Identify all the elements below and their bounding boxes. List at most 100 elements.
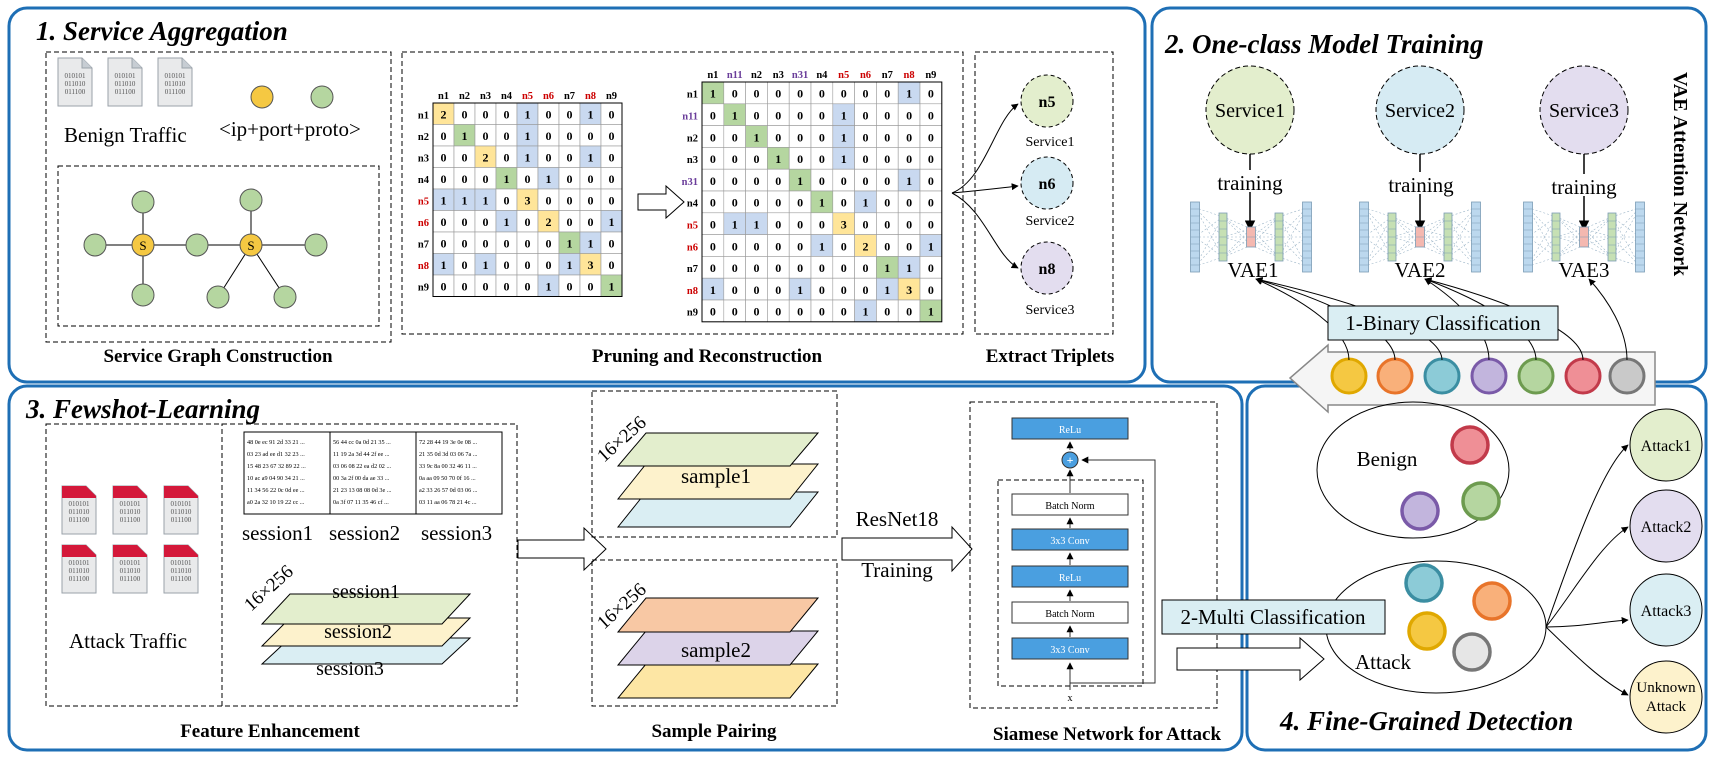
graph-leaf-node bbox=[83, 233, 107, 257]
matrix-value: 1 bbox=[567, 258, 573, 272]
extract-box bbox=[974, 51, 1114, 335]
service-graph-box bbox=[57, 165, 380, 327]
matrix-value: 0 bbox=[819, 174, 825, 188]
matrix-value: 0 bbox=[819, 305, 825, 319]
matrix-value: 0 bbox=[819, 108, 825, 122]
matrix-col-header: n3 bbox=[773, 70, 784, 81]
matrix-value: 0 bbox=[504, 107, 510, 121]
file-bits: 011010 bbox=[165, 80, 186, 88]
matrix-value: 0 bbox=[754, 305, 760, 319]
file-bits: 011100 bbox=[165, 88, 186, 96]
matrix-value: 0 bbox=[567, 129, 573, 143]
matrix-value: 2 bbox=[546, 215, 552, 229]
matrix-value: 0 bbox=[863, 283, 869, 297]
session-hex-dumps: 48 0e ec 91 2d 33 21 ...03 23 ad ee d1 3… bbox=[243, 431, 503, 515]
matrix-value: 0 bbox=[884, 305, 890, 319]
file-bits: 010101 bbox=[165, 72, 187, 80]
session-hex-line: 11 34 56 22 0c 0d ee ... bbox=[247, 487, 305, 494]
cluster-dot bbox=[1472, 581, 1512, 621]
session-hex-line: 03 11 aa 06 78 21 4c ... bbox=[419, 499, 477, 506]
matrix-value: 1 bbox=[546, 279, 552, 293]
reconstruct-arrow bbox=[637, 184, 685, 220]
resnet-arrow bbox=[841, 525, 973, 573]
matrix-row-header: n4 bbox=[687, 199, 699, 210]
matrix-value: 0 bbox=[441, 129, 447, 143]
matrix-value: 0 bbox=[884, 108, 890, 122]
matrix-value: 0 bbox=[710, 305, 716, 319]
file-bits: 011100 bbox=[65, 88, 86, 96]
binary-classification-box bbox=[1327, 305, 1559, 341]
sample1-box bbox=[591, 390, 838, 538]
matrix-value: 0 bbox=[754, 174, 760, 188]
attack1-label: Attack1 bbox=[1641, 438, 1692, 455]
matrix-value: 0 bbox=[819, 283, 825, 297]
file-bits: 011010 bbox=[120, 567, 141, 575]
matrix-value: 1 bbox=[504, 215, 510, 229]
matrix-value: 0 bbox=[483, 129, 489, 143]
matrix-row-header: n2 bbox=[418, 132, 429, 143]
matrix-value: 0 bbox=[546, 129, 552, 143]
session-hex-line: 10 ac a9 04 90 34 21 ... bbox=[247, 475, 305, 482]
matrix-value: 1 bbox=[462, 129, 468, 143]
matrix-value: 0 bbox=[732, 87, 738, 101]
network-layer-label: ReLu bbox=[1059, 425, 1081, 436]
matrix-value: 0 bbox=[732, 239, 738, 253]
file-bits: 011100 bbox=[171, 575, 192, 583]
matrix-value: 0 bbox=[567, 172, 573, 186]
session-hex-line: 15 48 23 67 32 89 22 ... bbox=[247, 463, 306, 470]
matrix-value: 0 bbox=[863, 87, 869, 101]
matrix-value: 0 bbox=[775, 196, 781, 210]
sample2-stack bbox=[616, 597, 820, 699]
matrix-value: 0 bbox=[732, 174, 738, 188]
vae-connection bbox=[1363, 236, 1393, 267]
vae-connection bbox=[1527, 236, 1557, 267]
input-x-label: x bbox=[1068, 693, 1073, 704]
matrix-value: 0 bbox=[906, 305, 912, 319]
matrix-value: 1 bbox=[863, 196, 869, 210]
matrix-value: 1 bbox=[841, 152, 847, 166]
matrix-value: 0 bbox=[462, 236, 468, 250]
file-bits: 011100 bbox=[120, 516, 141, 524]
vae1-network bbox=[1190, 201, 1312, 273]
matrix-value: 1 bbox=[609, 215, 615, 229]
matrix-col-header: n4 bbox=[501, 91, 513, 102]
cluster-dot bbox=[1407, 611, 1447, 651]
session-hex-line: 0a aa 09 50 70 0f 16 ... bbox=[419, 475, 476, 482]
matrix-value: 1 bbox=[754, 130, 760, 144]
matrix-col-header: n8 bbox=[585, 91, 596, 102]
matrix-value: 0 bbox=[928, 196, 934, 210]
skip-connection bbox=[1070, 456, 1156, 684]
matrix-value: 1 bbox=[567, 236, 573, 250]
matrix-value: 0 bbox=[775, 108, 781, 122]
matrix-value: 0 bbox=[841, 239, 847, 253]
matrix-col-header: n7 bbox=[882, 70, 893, 81]
matrix-value: 0 bbox=[710, 108, 716, 122]
resnet-label: ResNet18 bbox=[856, 507, 939, 531]
add-node-label: + bbox=[1067, 453, 1074, 467]
matrix-value: 1 bbox=[928, 239, 934, 253]
service-color-dot bbox=[1608, 357, 1646, 395]
siamese-to-detection-arrow bbox=[1176, 636, 1325, 682]
matrix-value: 0 bbox=[504, 236, 510, 250]
vae-attention-network-label: VAE Attention Network bbox=[1669, 72, 1691, 277]
unknown-label-line2: Attack bbox=[1646, 699, 1686, 715]
matrix-value: 0 bbox=[732, 196, 738, 210]
matrix-row-header: n1 bbox=[418, 110, 429, 121]
attention-line bbox=[1255, 278, 1350, 361]
matrix-value: 1 bbox=[609, 279, 615, 293]
ip-node-green bbox=[310, 85, 334, 109]
matrix-col-header: n9 bbox=[606, 91, 617, 102]
matrix-value: 0 bbox=[609, 172, 615, 186]
file-bits: 010101 bbox=[171, 500, 193, 508]
matrix-value: 1 bbox=[863, 305, 869, 319]
caption-sample-pairing: Sample Pairing bbox=[651, 721, 777, 742]
add-node bbox=[1061, 451, 1079, 469]
attack3-output bbox=[1629, 573, 1703, 647]
matrix-row-header: n2 bbox=[687, 133, 698, 144]
service3-circle bbox=[1539, 65, 1629, 155]
caption-pruning: Pruning and Reconstruction bbox=[592, 346, 823, 367]
matrix-value: 1 bbox=[546, 172, 552, 186]
caption-feature-enhancement: Feature Enhancement bbox=[180, 721, 360, 742]
